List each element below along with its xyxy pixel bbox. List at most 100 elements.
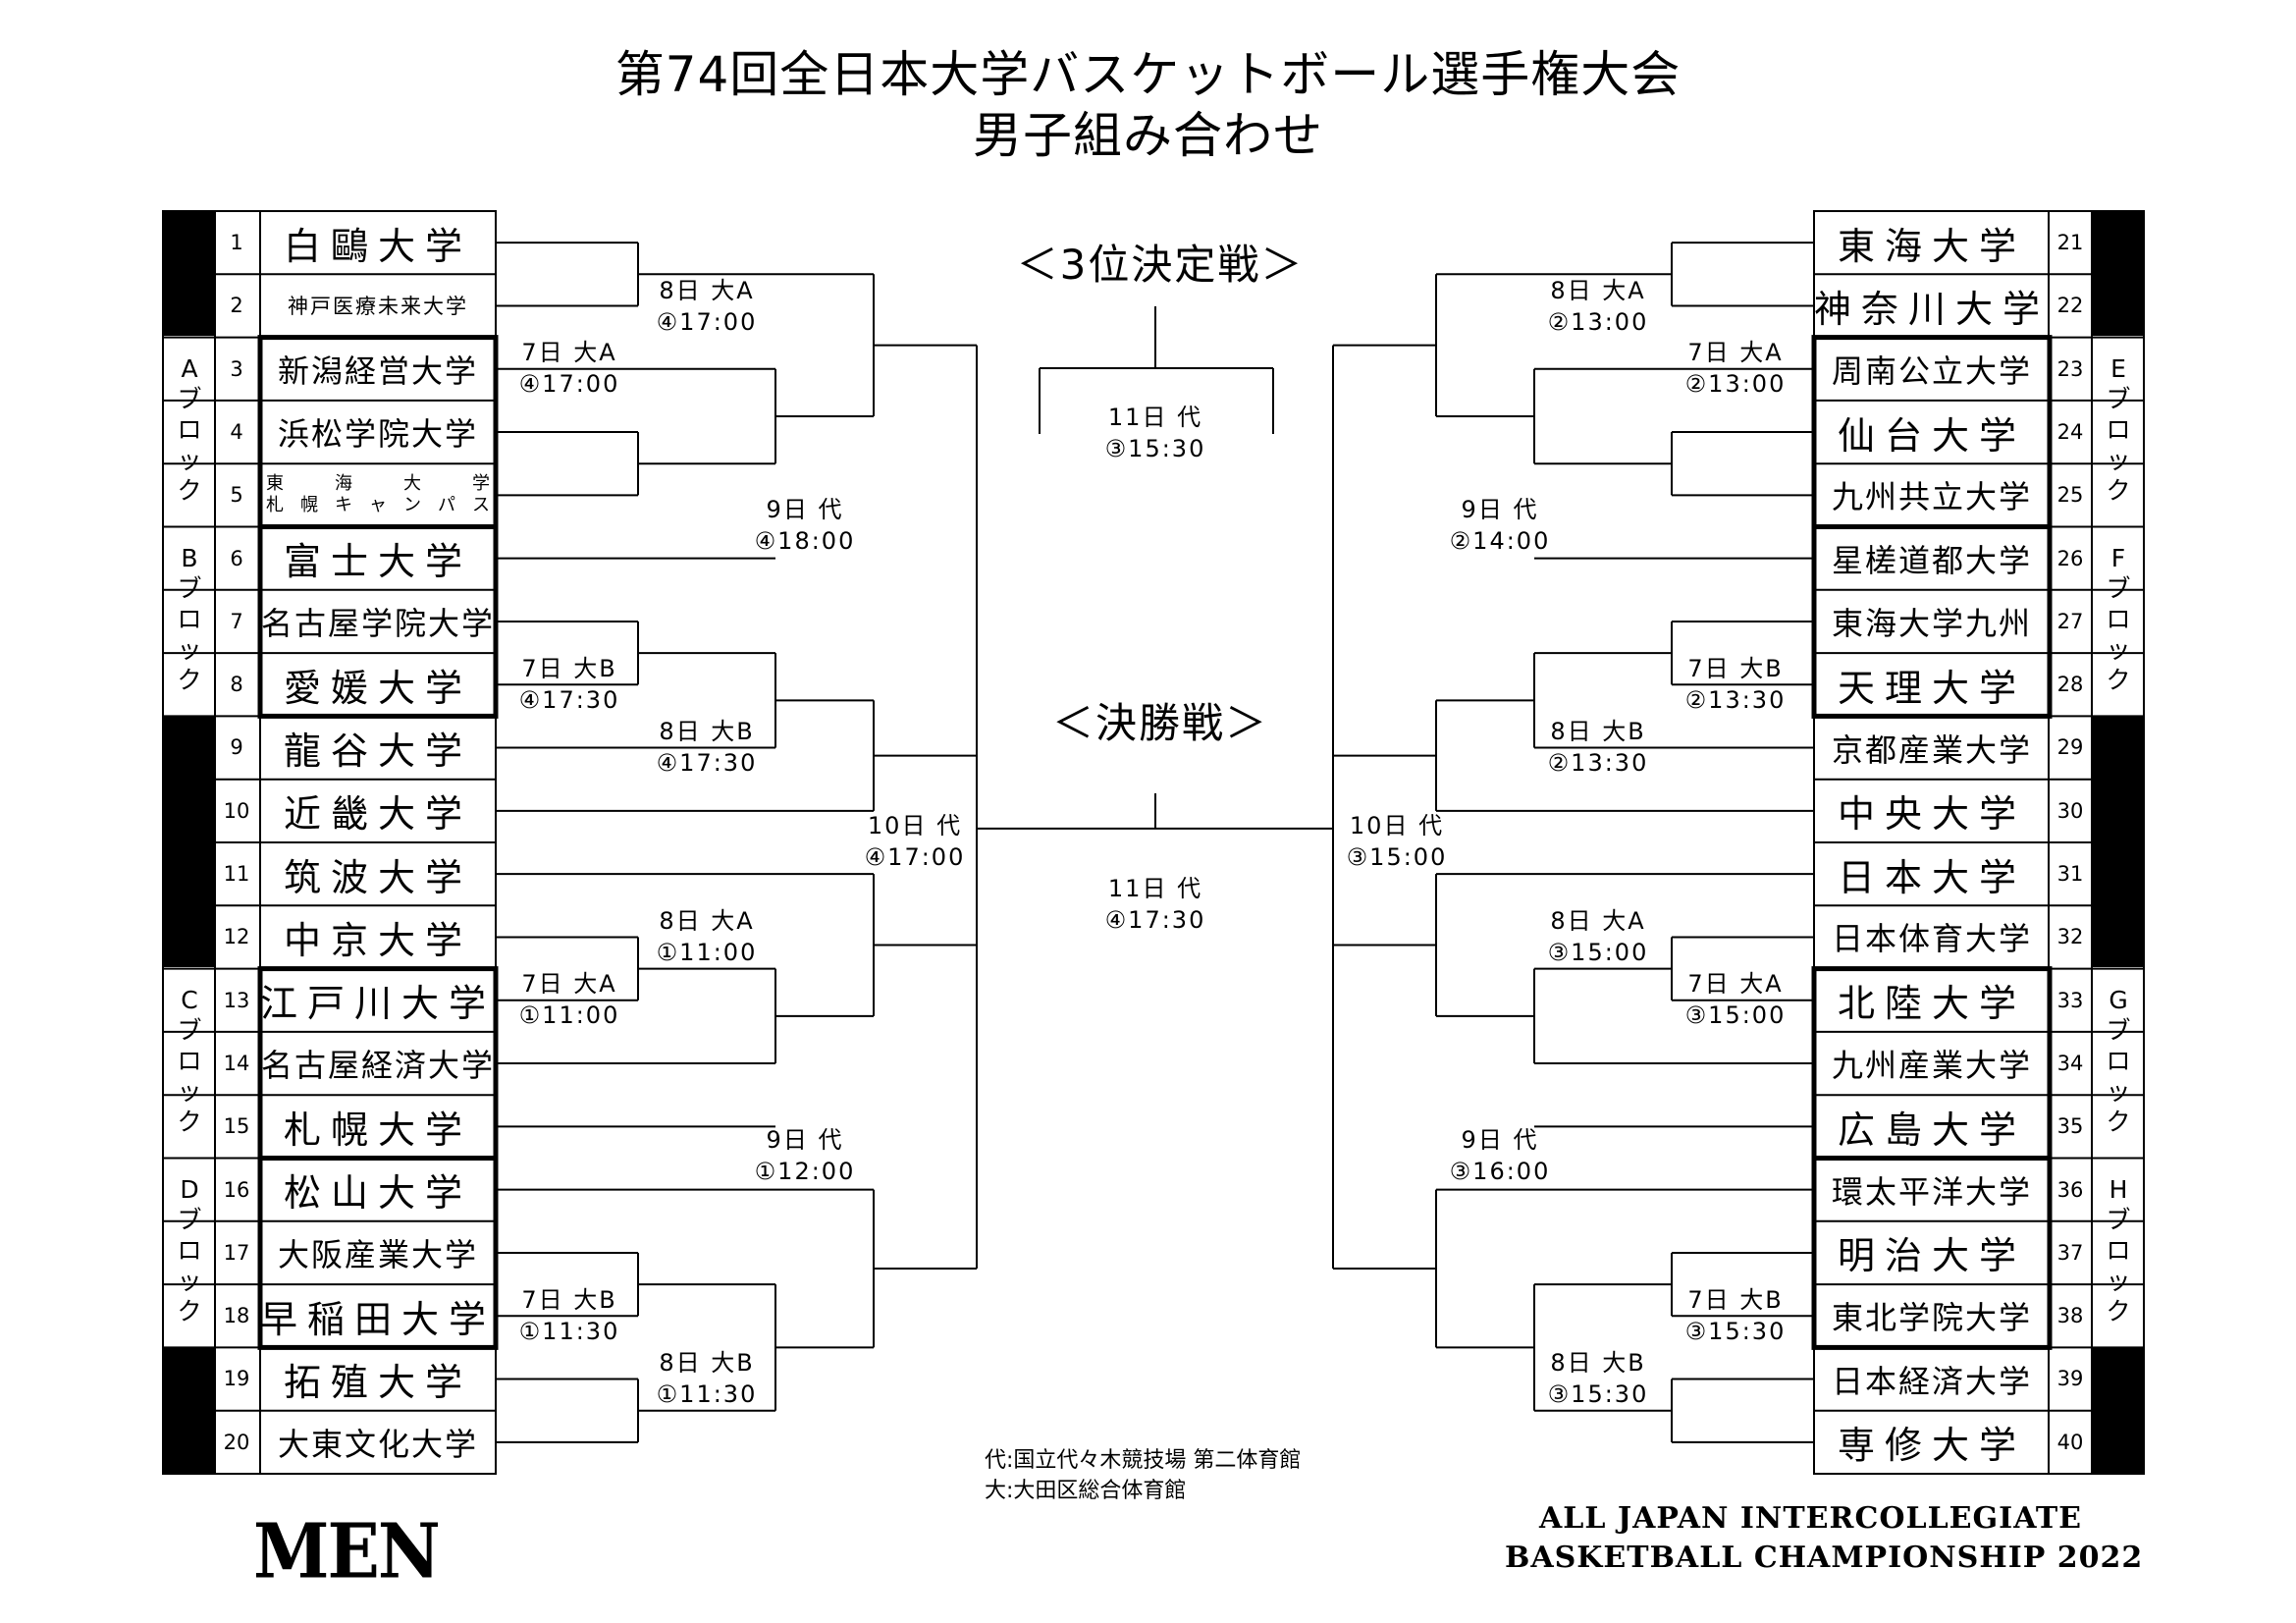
match-label: 11日 代 ③15:30 xyxy=(1096,402,1214,464)
match-day-venue: 8日 大B xyxy=(1550,718,1646,745)
right-bar-top xyxy=(2092,211,2144,336)
block-label-char: ブ xyxy=(2106,385,2131,413)
seed-number: 7 xyxy=(230,609,243,633)
block-label-char: F xyxy=(2110,544,2126,572)
block-label-char: ク xyxy=(2106,476,2131,505)
seed-number: 25 xyxy=(2056,483,2084,508)
match-day-venue: 8日 大B xyxy=(1550,1349,1646,1377)
seed-number: 20 xyxy=(223,1430,250,1454)
team-name: 富士大学 xyxy=(283,540,472,584)
block-label-char: G xyxy=(2109,986,2128,1014)
team-name: 日本経済大学 xyxy=(1831,1362,2032,1400)
match-day-venue: 8日 大A xyxy=(659,907,755,935)
seed-number: 10 xyxy=(223,798,250,823)
match-label: 10日 代 ③15:00 xyxy=(1338,810,1456,873)
team-name: 江戸川大学 xyxy=(260,982,496,1026)
seed-number: 28 xyxy=(2056,673,2084,697)
seed-number: 30 xyxy=(2056,798,2084,823)
team-name: 東海大学九州 xyxy=(1831,604,2032,642)
seed-number: 34 xyxy=(2056,1051,2084,1075)
team-name: 札幌大学 xyxy=(283,1108,472,1152)
block-label-char: ク xyxy=(2106,1108,2131,1136)
match-court-time: ③16:00 xyxy=(1449,1158,1551,1185)
block-label-char: ッ xyxy=(2106,635,2131,664)
block-label-char: ブ xyxy=(177,574,202,603)
block-label-char: ク xyxy=(2106,666,2131,694)
seed-number: 33 xyxy=(2056,988,2084,1012)
english-title-line1: ALL JAPAN INTERCOLLEGIATE xyxy=(1539,1501,2083,1536)
match-label: 8日 大B ②13:30 xyxy=(1539,716,1657,779)
match-day-venue: 10日 代 xyxy=(867,812,963,839)
seed-number: 38 xyxy=(2056,1304,2084,1328)
seed-number: 6 xyxy=(230,546,243,570)
block-label-char: ブ xyxy=(177,1206,202,1234)
match-day-venue: 10日 代 xyxy=(1349,812,1445,839)
team-name: 拓殖大学 xyxy=(283,1361,472,1405)
match-court-time: ③15:00 xyxy=(1684,1001,1787,1029)
match-court-time: ①11:30 xyxy=(656,1380,758,1408)
match-court-time: ③15:30 xyxy=(1104,435,1206,462)
match-court-time: ②14:00 xyxy=(1449,527,1551,555)
seed-number: 24 xyxy=(2056,419,2084,444)
match-label: 10日 代 ④17:00 xyxy=(856,810,974,873)
match-label: 7日 大A ④17:00 xyxy=(510,337,628,400)
match-court-time: ③15:00 xyxy=(1346,843,1448,871)
match-day-venue: 9日 代 xyxy=(1461,1126,1539,1154)
seed-number: 18 xyxy=(223,1304,250,1328)
match-label: 7日 大B ①11:30 xyxy=(510,1284,628,1347)
block-label-char: ロ xyxy=(2106,1047,2131,1075)
match-court-time: ④17:30 xyxy=(656,749,758,777)
seed-number: 3 xyxy=(230,356,243,381)
team-name: 明治大学 xyxy=(1837,1234,2026,1278)
seed-number: 37 xyxy=(2056,1240,2084,1265)
team-name: 東海大学札幌キャンパス xyxy=(260,463,496,526)
right-bar-middle xyxy=(2092,717,2144,967)
team-name: 広島大学 xyxy=(1837,1108,2026,1152)
seed-number: 27 xyxy=(2056,609,2084,633)
men-label: MEN xyxy=(253,1505,441,1596)
seed-number: 26 xyxy=(2056,546,2084,570)
match-day-venue: 7日 大B xyxy=(521,1286,617,1314)
seed-number: 8 xyxy=(230,673,243,697)
team-name: 愛媛大学 xyxy=(283,666,472,710)
block-label-char: ク xyxy=(177,1108,202,1136)
match-day-venue: 11日 代 xyxy=(1107,404,1203,431)
block-label-char: ブ xyxy=(2106,1206,2131,1234)
block-label-char: ロ xyxy=(177,605,202,633)
team-name: 京都産業大学 xyxy=(1831,730,2032,769)
match-court-time: ④17:00 xyxy=(864,843,966,871)
block-label-char: ッ xyxy=(2106,1267,2131,1295)
match-court-time: ④17:00 xyxy=(518,370,620,398)
team-name: 専修大学 xyxy=(1837,1424,2026,1468)
match-court-time: ①11:00 xyxy=(518,1001,620,1029)
seed-number: 21 xyxy=(2056,231,2084,254)
team-name: 九州産業大学 xyxy=(1831,1047,2032,1085)
block-label-char: ロ xyxy=(177,1236,202,1265)
team-name: 東海大学 xyxy=(1837,224,2026,268)
block-label-char: ク xyxy=(2106,1297,2131,1325)
team-name: 白鷗大学 xyxy=(283,224,472,268)
seed-number: 5 xyxy=(230,483,243,508)
team-name: 近畿大学 xyxy=(283,792,472,837)
match-court-time: ②13:30 xyxy=(1547,749,1649,777)
match-court-time: ④17:30 xyxy=(1104,906,1206,934)
right-bar-bottom xyxy=(2092,1348,2144,1473)
team-name: 天理大学 xyxy=(1837,666,2026,710)
block-label-char: ロ xyxy=(2106,415,2131,444)
seed-number: 40 xyxy=(2056,1430,2084,1454)
seed-number: 39 xyxy=(2056,1367,2084,1391)
team-name-line1: 東海大学 xyxy=(266,473,490,495)
match-court-time: ①11:30 xyxy=(518,1318,620,1345)
block-label-char: ッ xyxy=(2106,1077,2131,1106)
match-day-venue: 7日 大A xyxy=(521,339,617,366)
